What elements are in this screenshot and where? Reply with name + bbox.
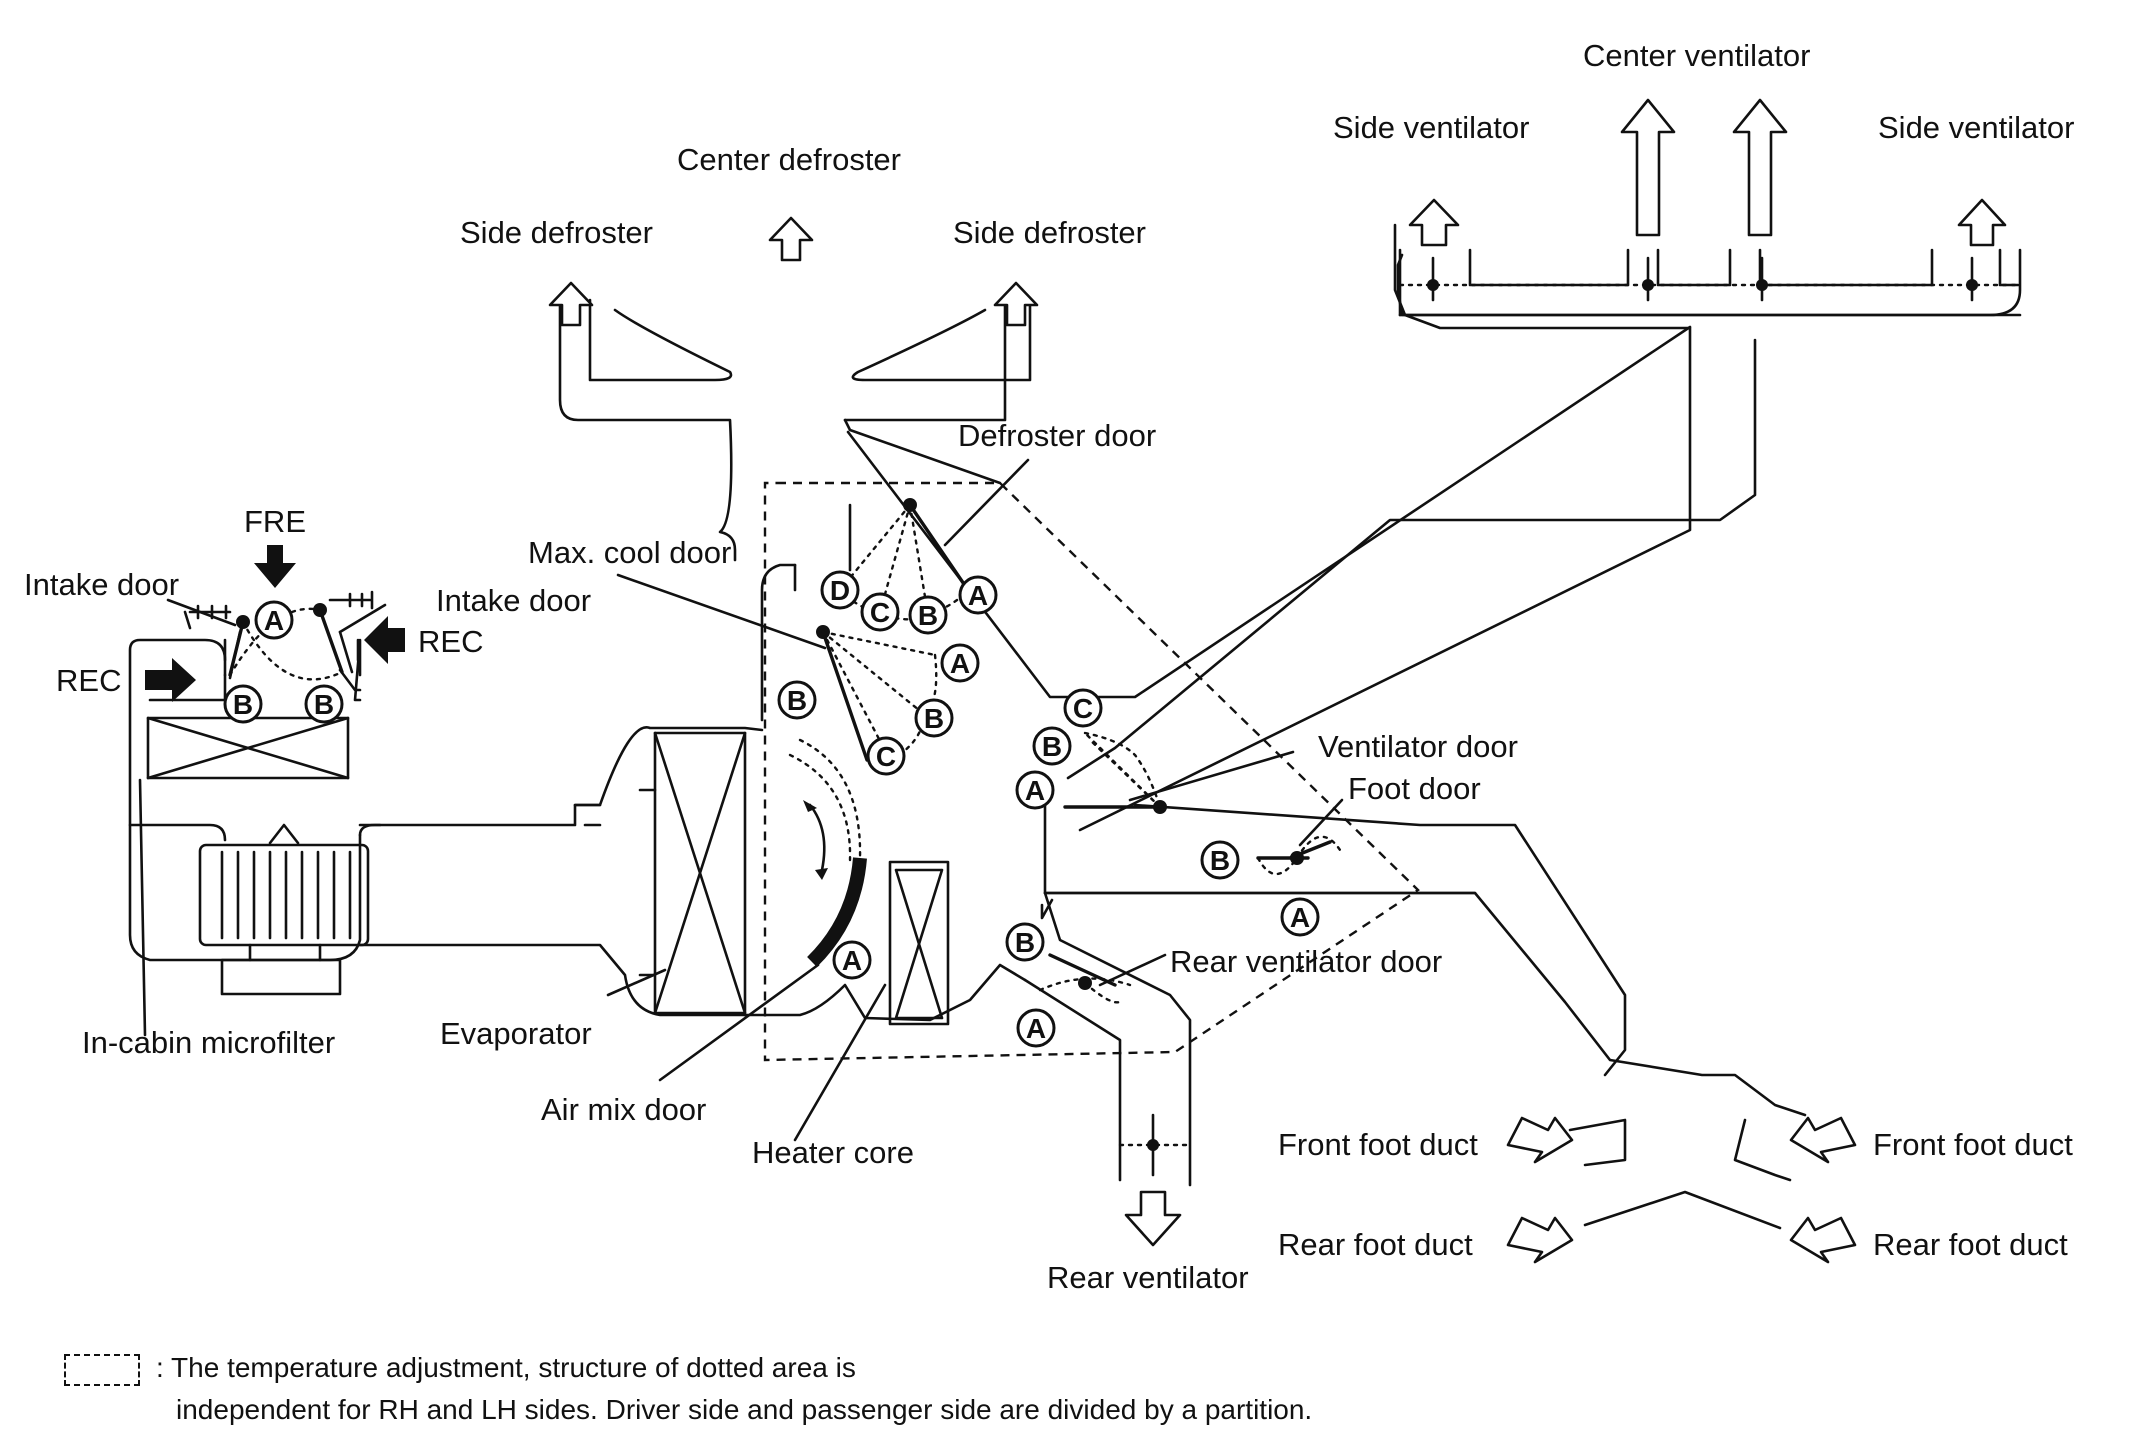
svg-text:A: A (968, 580, 988, 611)
label-evaporator: Evaporator (440, 1016, 592, 1051)
front-foot-duct-right-arrow-icon (1789, 1116, 1857, 1164)
evaporator-core (653, 731, 747, 1015)
label-in-cabin-microfilter: In-cabin microfilter (82, 1025, 336, 1060)
label-front-foot-duct-left: Front foot duct (1278, 1127, 1478, 1162)
label-rear-foot-duct-left: Rear foot duct (1278, 1227, 1473, 1262)
label-air-mix-door: Air mix door (541, 1092, 707, 1127)
evaporator-section (358, 726, 764, 1017)
svg-text:A: A (842, 945, 862, 976)
max-cool-door-flap (821, 630, 869, 762)
label-side-defroster-left: Side defroster (460, 215, 653, 250)
side-ventilator-right-arrow-icon (1957, 198, 2007, 247)
svg-text:B: B (1015, 927, 1035, 958)
marker-airmix-B: B (777, 680, 817, 720)
intake-door-right-flap (318, 608, 344, 674)
heater-core-element (888, 860, 950, 1026)
front-foot-duct-left-arrow-icon (1506, 1116, 1574, 1164)
rec-left-arrow-icon (145, 658, 196, 702)
svg-text:B: B (787, 685, 807, 716)
svg-text:B: B (1210, 845, 1230, 876)
label-ventilator-door: Ventilator door (1318, 729, 1518, 764)
label-rear-ventilator: Rear ventilator (1047, 1260, 1249, 1295)
marker-maxcool-A: A (940, 643, 980, 683)
label-heater-core: Heater core (752, 1135, 914, 1170)
label-rear-ventilator-door: Rear ventilator door (1170, 944, 1443, 979)
label-side-ventilator-right: Side ventilator (1878, 110, 2075, 145)
side-defroster-right-arrow-icon (993, 281, 1039, 327)
marker-defroster-A: A (958, 575, 998, 615)
side-defroster-left-arrow-icon (548, 281, 594, 327)
rear-ventilator-arrow-icon (1124, 1190, 1182, 1247)
label-front-foot-duct-right: Front foot duct (1873, 1127, 2073, 1162)
marker-intake-A: A (254, 600, 294, 640)
svg-text:B: B (1042, 731, 1062, 762)
marker-vent-A: A (1015, 770, 1055, 810)
svg-text:A: A (1026, 1013, 1046, 1044)
label-side-ventilator-left: Side ventilator (1333, 110, 1530, 145)
marker-defroster-C: C (860, 592, 900, 632)
label-foot-door: Foot door (1348, 771, 1481, 806)
marker-intake-B-right: B (304, 684, 344, 724)
svg-text:A: A (1290, 902, 1310, 933)
label-fre: FRE (244, 504, 306, 539)
label-max-cool-door: Max. cool door (528, 535, 732, 570)
svg-text:B: B (924, 703, 944, 734)
marker-foot-B: B (1200, 840, 1240, 880)
marker-intake-B-left: B (223, 684, 263, 724)
defroster-ducts (548, 216, 1692, 699)
marker-foot-A: A (1280, 897, 1320, 937)
svg-text:C: C (870, 597, 890, 628)
center-ventilator-left-arrow-icon (1620, 98, 1676, 237)
legend-note-line-2: independent for RH and LH sides. Driver … (176, 1394, 1313, 1425)
marker-rearvent-A: A (1016, 1008, 1056, 1048)
temperature-adjust-region (763, 481, 1420, 1062)
svg-text:C: C (1073, 693, 1093, 724)
legend-dotted-area-swatch (64, 1354, 140, 1386)
svg-text:B: B (314, 689, 334, 720)
label-defroster-door: Defroster door (958, 418, 1157, 453)
marker-maxcool-C: C (866, 736, 906, 776)
svg-text:A: A (950, 648, 970, 679)
svg-text:B: B (918, 600, 938, 631)
ventilator-ducts (1066, 98, 2022, 832)
intake-door-left-flap (228, 620, 245, 677)
marker-airmix-A: A (832, 940, 872, 980)
center-ventilator-right-arrow-icon (1732, 98, 1788, 237)
label-rec-left: REC (56, 663, 122, 698)
label-center-defroster: Center defroster (677, 142, 901, 177)
air-mix-door-flap (807, 857, 867, 968)
intake-unit (128, 545, 405, 996)
label-side-defroster-right: Side defroster (953, 215, 1146, 250)
marker-defroster-D: D (820, 570, 860, 610)
center-defroster-arrow-icon (768, 216, 814, 262)
leader-lines (138, 458, 1344, 1142)
svg-text:D: D (830, 575, 850, 606)
label-intake-door-right: Intake door (436, 583, 592, 618)
rec-right-arrow-icon (364, 616, 405, 664)
position-markers: B B A D C B A A B C B A C B A B A B A (223, 570, 1320, 1048)
rear-ventilator-duct (1023, 891, 1192, 1247)
side-ventilator-left-arrow-icon (1408, 198, 1460, 247)
label-center-ventilator: Center ventilator (1583, 38, 1811, 73)
rear-foot-duct-right-arrow-icon (1789, 1216, 1857, 1264)
label-rear-foot-duct-right: Rear foot duct (1873, 1227, 2068, 1262)
svg-text:A: A (1025, 775, 1045, 806)
svg-text:A: A (264, 605, 284, 636)
svg-text:C: C (876, 741, 896, 772)
fre-arrow-icon (254, 545, 296, 588)
foot-ducts (1043, 803, 1857, 1264)
marker-rearvent-B: B (1005, 922, 1045, 962)
marker-defroster-B: B (908, 595, 948, 635)
legend-note-line-1: : The temperature adjustment, structure … (156, 1352, 856, 1383)
marker-vent-C: C (1063, 688, 1103, 728)
marker-maxcool-B: B (914, 698, 954, 738)
rear-foot-duct-left-arrow-icon (1506, 1216, 1574, 1264)
label-rec-right: REC (418, 624, 484, 659)
marker-vent-B: B (1032, 726, 1072, 766)
label-intake-door-left: Intake door (24, 567, 180, 602)
svg-text:B: B (233, 689, 253, 720)
